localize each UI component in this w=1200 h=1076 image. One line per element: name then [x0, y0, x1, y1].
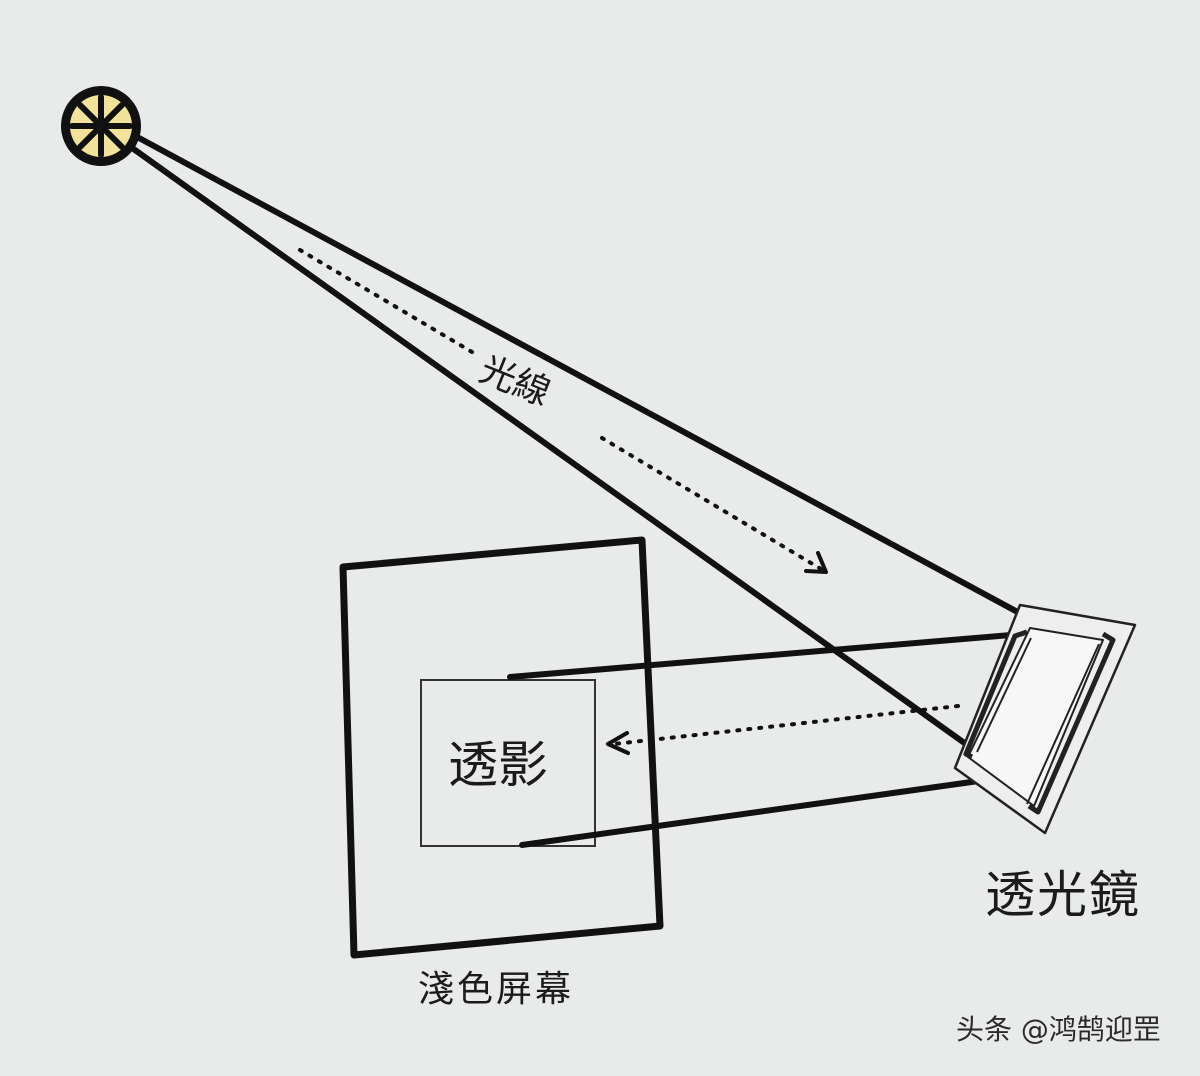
incoming-direction-arrows	[298, 248, 828, 574]
arrowhead-incoming-icon	[804, 551, 828, 574]
light-rays	[125, 129, 1065, 775]
lens-label: 透光鏡	[985, 866, 1141, 924]
reflected-rays	[507, 631, 1026, 848]
lower-incoming-ray	[125, 142, 1008, 775]
mirror	[953, 603, 1137, 835]
projection-label: 透影	[448, 736, 548, 794]
screen-frame	[339, 536, 664, 959]
screen-label: 淺色屏幕	[418, 969, 575, 1010]
mirror-right-edge	[1027, 631, 1116, 815]
mirror-right-edge-inner	[1026, 643, 1100, 805]
sun-icon	[61, 86, 141, 166]
lower-reflected-ray	[519, 775, 1003, 848]
mirror-left-edge	[963, 629, 1028, 760]
mirror-inner-panel	[967, 627, 1104, 807]
upper-incoming-ray	[125, 129, 1065, 639]
upper-reflected-ray	[507, 631, 1026, 680]
dotted-ray-upper	[298, 248, 474, 354]
dotted-reflected-ray	[612, 704, 960, 746]
watermark: 头条 @鸿鹄迎罡	[956, 1013, 1161, 1046]
mirror-left-edge-inner	[976, 637, 1032, 753]
arrowhead-reflected-icon	[606, 731, 630, 755]
projection-box	[420, 679, 596, 847]
dotted-ray-lower	[600, 436, 828, 574]
